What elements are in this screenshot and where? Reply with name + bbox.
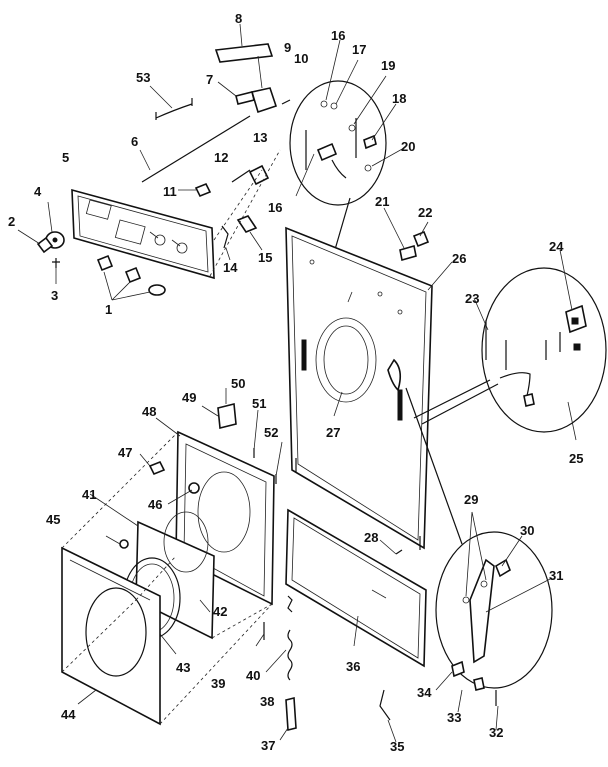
part-label: 16 — [331, 28, 345, 43]
part-label: 23 — [465, 291, 479, 306]
part-label: 48 — [142, 404, 156, 419]
part-label: 22 — [418, 205, 432, 220]
part-label: 2 — [8, 214, 15, 229]
part-label: 8 — [235, 11, 242, 26]
part-label: 17 — [352, 42, 366, 57]
part-label: 43 — [176, 660, 190, 675]
part-label: 14 — [223, 260, 238, 275]
part-label: 20 — [401, 139, 415, 154]
part-label: 27 — [326, 425, 340, 440]
part-label: 40 — [246, 668, 260, 683]
part-label: 46 — [148, 497, 162, 512]
part-label: 45 — [46, 512, 60, 527]
part-label: 26 — [452, 251, 466, 266]
part-label: 39 — [211, 676, 225, 691]
part-label: 38 — [260, 694, 274, 709]
part-label: 36 — [346, 659, 360, 674]
part-label: 21 — [375, 194, 389, 209]
part-label: 15 — [258, 250, 272, 265]
kick-panel — [285, 508, 427, 668]
part-label: 25 — [569, 451, 583, 466]
cabinet-panel-group — [285, 207, 453, 555]
part-label: 52 — [264, 425, 278, 440]
part-label: 9 — [284, 40, 291, 55]
part-label: 33 — [447, 710, 461, 725]
part-label: 18 — [392, 91, 406, 106]
part-label: 50 — [231, 376, 245, 391]
part-label: 35 — [390, 739, 404, 754]
part-label: 28 — [364, 530, 378, 545]
part-label: 24 — [549, 239, 564, 254]
part-label: 49 — [182, 390, 196, 405]
part-number-labels: 1 2 3 4 5 6 7 8 9 10 11 12 13 14 15 16 1… — [8, 11, 583, 754]
pad-part — [214, 43, 274, 63]
part-label: 53 — [136, 70, 150, 85]
part-label: 1 — [105, 302, 112, 317]
part-label: 11 — [163, 184, 177, 199]
part-label: 44 — [61, 707, 76, 722]
control-panel-group — [17, 23, 291, 301]
part-label: 16 — [268, 200, 282, 215]
kick-panel-group — [285, 508, 427, 743]
part-label: 13 — [253, 130, 267, 145]
part-label: 34 — [417, 685, 432, 700]
part-label: 10 — [294, 51, 308, 66]
latch-detail-circle — [413, 249, 607, 441]
part-label: 32 — [489, 725, 503, 740]
part-label: 12 — [214, 150, 228, 165]
knobs — [96, 254, 166, 296]
part-label: 6 — [131, 134, 138, 149]
hinge-bracket-detail-circle — [405, 387, 553, 731]
part-label: 42 — [213, 604, 227, 619]
part-label: 19 — [381, 58, 395, 73]
part-label: 47 — [118, 445, 132, 460]
part-label: 41 — [82, 487, 96, 502]
part-label: 4 — [34, 184, 42, 199]
part-label: 3 — [51, 288, 58, 303]
door-assembly-group — [61, 388, 297, 741]
part-label: 30 — [520, 523, 534, 538]
part-label: 29 — [464, 492, 478, 507]
part-label: 37 — [261, 738, 275, 753]
part-label: 31 — [549, 568, 563, 583]
part-label: 51 — [252, 396, 266, 411]
part-label: 5 — [62, 150, 69, 165]
part-label: 7 — [206, 72, 213, 87]
